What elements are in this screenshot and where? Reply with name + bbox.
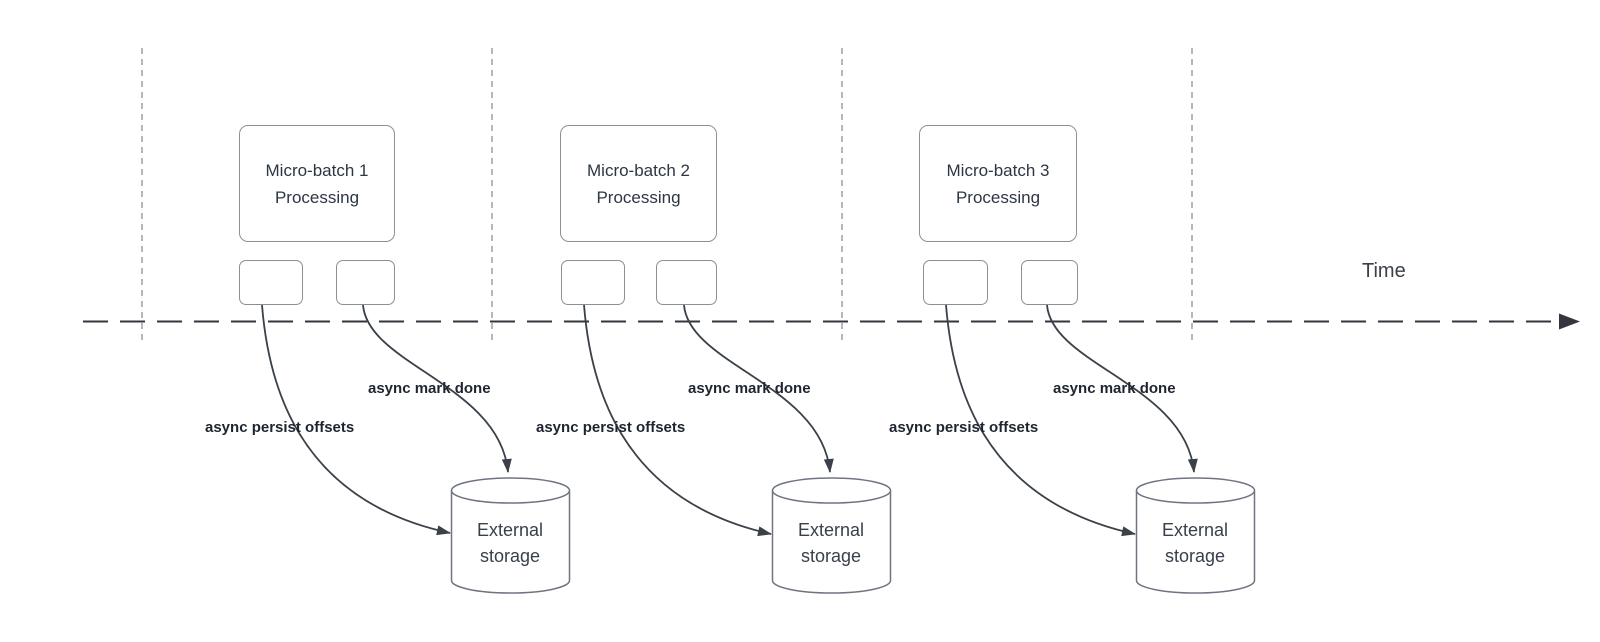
mark-done-task-box-3 [1021,260,1078,305]
process-box-microbatch-1: Micro-batch 1 Processing [239,125,395,242]
persist-task-box-2 [561,260,625,305]
mark-done-task-box-1 [336,260,395,305]
process-box-title-line2: Processing [596,187,681,207]
storage-label-2: External storage [772,517,890,569]
storage-label-1: External storage [451,517,569,569]
persist-offsets-arrow-1 [261,304,451,536]
process-box-title-line1: Micro-batch 1 [265,160,369,180]
mark-done-label-1: async mark done [368,380,491,397]
time-axis-arrowhead-icon [1559,313,1580,330]
storage-cylinder-3 [1135,477,1256,594]
process-box-title-line1: Micro-batch 3 [946,160,1050,180]
mark-done-task-box-2 [656,260,717,305]
storage-label-3: External storage [1136,517,1254,569]
mark-done-label-3: async mark done [1053,380,1176,397]
mark-done-label-2: async mark done [688,380,811,397]
storage-label-line1: External [476,520,544,540]
storage-label-line1: External [1161,520,1229,540]
process-box-microbatch-2: Micro-batch 2 Processing [560,125,717,242]
storage-cylinder-1 [450,477,571,594]
process-box-title-line1: Micro-batch 2 [587,160,690,180]
mark-done-arrow-1 [362,304,512,473]
persist-offsets-label-1: async persist offsets [205,419,355,436]
process-box-title-line2: Processing [955,187,1041,207]
persist-task-box-3 [923,260,988,305]
persist-offsets-arrow-2 [583,304,772,537]
storage-label-line2: storage [479,546,541,566]
process-box-microbatch-3: Micro-batch 3 Processing [919,125,1077,242]
storage-cylinder-2 [771,477,892,594]
storage-label-line2: storage [1164,546,1226,566]
persist-task-box-1 [239,260,303,305]
mark-done-arrow-2 [683,304,834,473]
time-axis-label: Time [1362,260,1406,282]
storage-label-line2: storage [800,546,862,566]
persist-offsets-label-3: async persist offsets [889,419,1039,436]
process-box-title-line2: Processing [274,187,360,207]
storage-label-line1: External [797,520,865,540]
persist-offsets-arrow-3 [945,304,1136,537]
mark-done-arrow-3 [1046,304,1198,473]
persist-offsets-label-2: async persist offsets [536,419,686,436]
